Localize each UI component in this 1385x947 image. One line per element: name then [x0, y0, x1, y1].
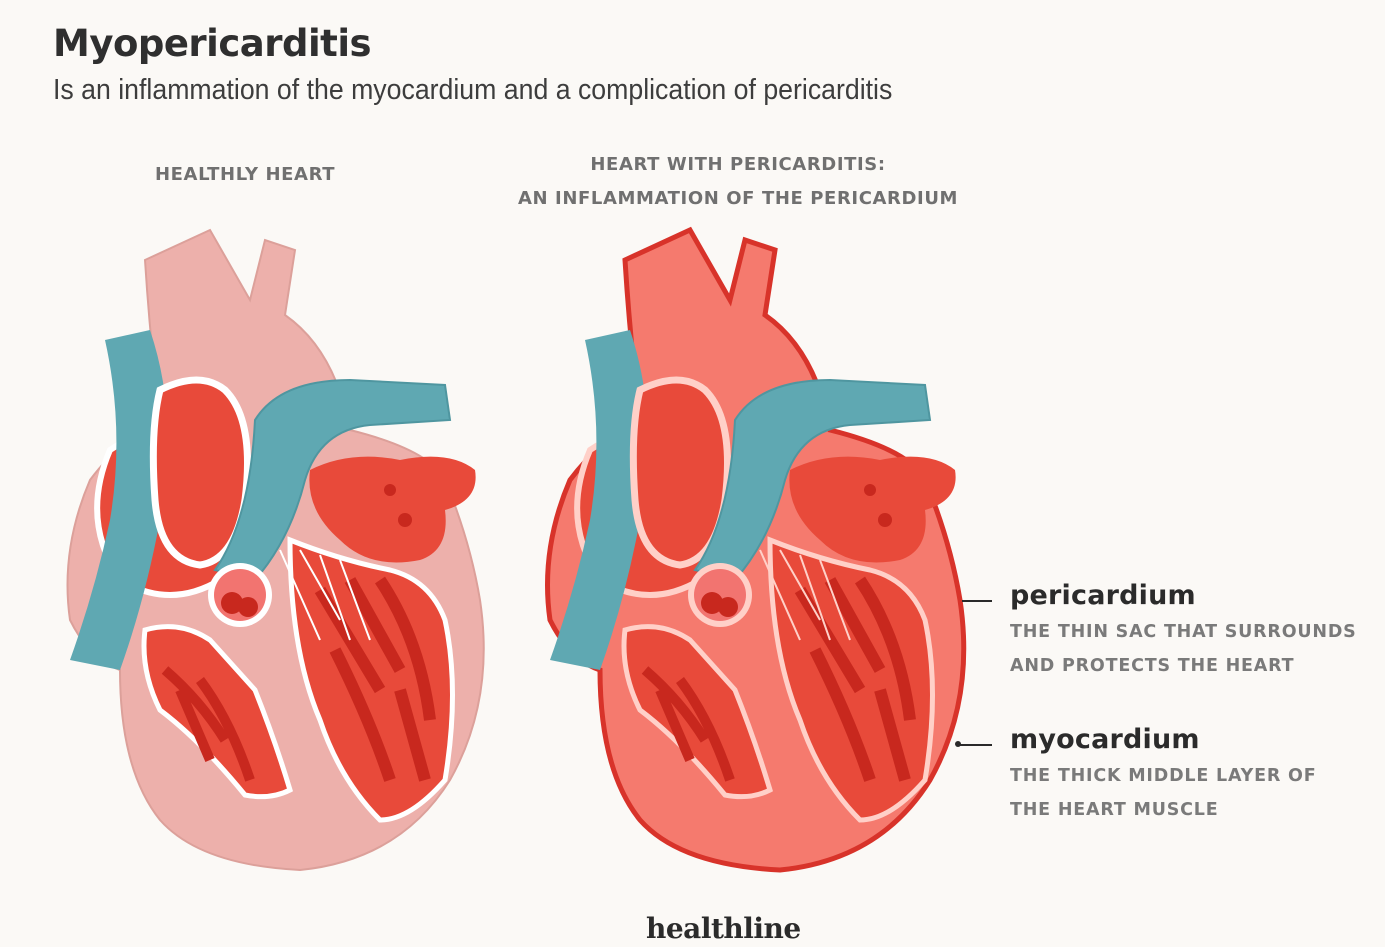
- pericardium-term: pericardium: [1010, 580, 1357, 611]
- pericarditis-caption-line2: AN INFLAMMATION OF THE PERICARDIUM: [518, 182, 958, 216]
- healthy-heart-caption: HEALTHLY HEART: [155, 164, 335, 185]
- healthy-heart-illustration: [50, 220, 490, 900]
- myocardium-callout: myocardium THE THICK MIDDLE LAYER OF THE…: [1010, 724, 1316, 827]
- pericardium-description: THE THIN SAC THAT SURROUNDS AND PROTECTS…: [1010, 615, 1357, 683]
- myocardium-term: myocardium: [1010, 724, 1316, 755]
- pericarditis-caption-line1: HEART WITH PERICARDITIS:: [518, 148, 958, 182]
- myocardium-leader-line: [958, 744, 992, 746]
- pericarditis-heart-drawing: [548, 230, 964, 870]
- myocardium-desc-line2: THE HEART MUSCLE: [1010, 793, 1316, 827]
- pericardium-desc-line1: THE THIN SAC THAT SURROUNDS: [1010, 615, 1357, 649]
- pericarditis-heart-illustration: [530, 220, 970, 900]
- pericardium-desc-line2: AND PROTECTS THE HEART: [1010, 649, 1357, 683]
- pericarditis-heart-caption: HEART WITH PERICARDITIS: AN INFLAMMATION…: [518, 148, 958, 216]
- page-subtitle: Is an inflammation of the myocardium and…: [53, 74, 892, 107]
- pericardium-leader-line: [962, 600, 992, 602]
- page-title: Myopericarditis: [53, 22, 371, 65]
- myocardium-desc-line1: THE THICK MIDDLE LAYER OF: [1010, 759, 1316, 793]
- pericardium-callout: pericardium THE THIN SAC THAT SURROUNDS …: [1010, 580, 1357, 683]
- healthy-heart-drawing: [68, 230, 484, 870]
- healthline-logo: healthline: [646, 912, 801, 945]
- myocardium-leader-dot: [955, 741, 961, 747]
- myocardium-description: THE THICK MIDDLE LAYER OF THE HEART MUSC…: [1010, 759, 1316, 827]
